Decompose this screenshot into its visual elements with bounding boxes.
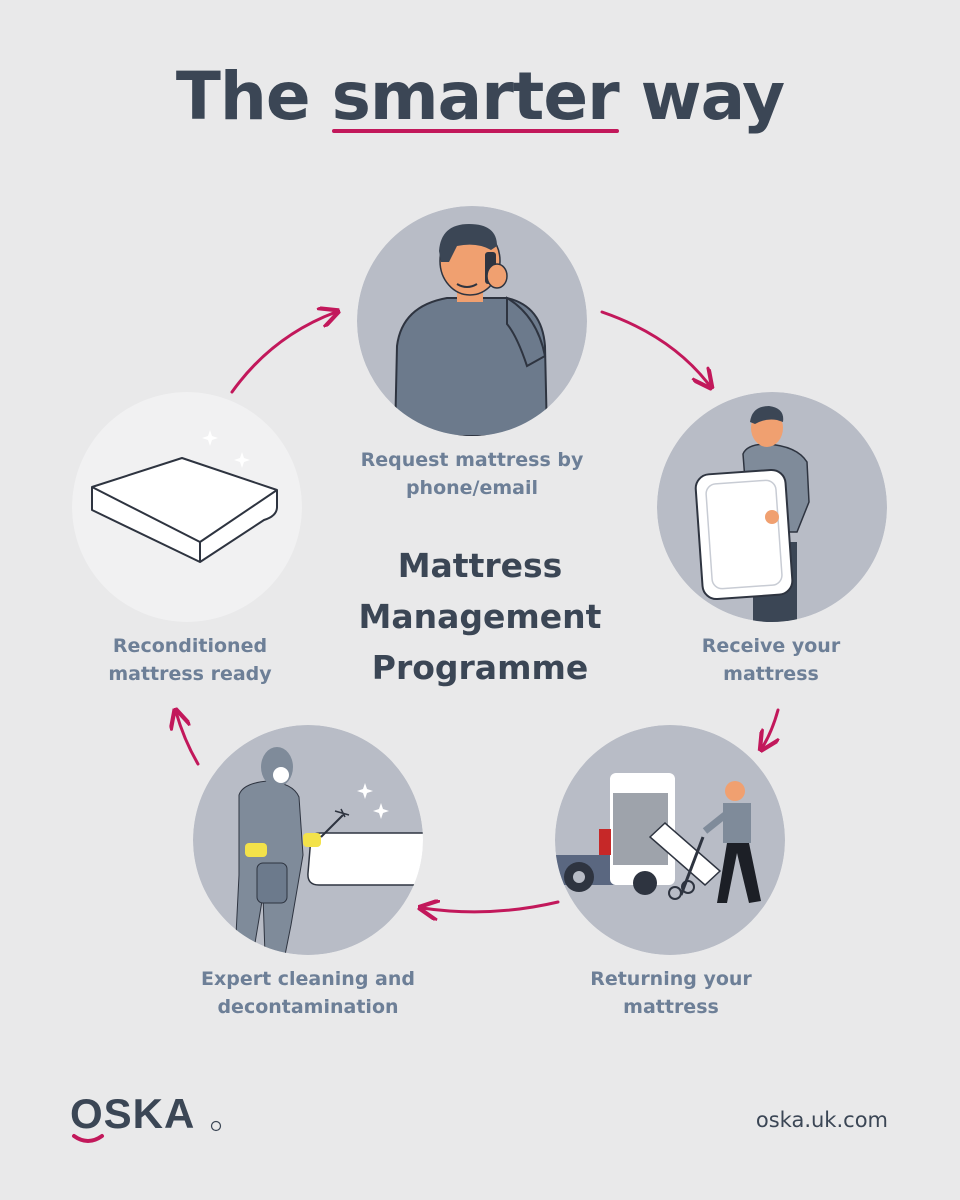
step-receive-line2: mattress bbox=[723, 663, 819, 685]
step-cleaning-label: Expert cleaning and decontamination bbox=[168, 965, 448, 1021]
programme-title: Mattress Management Programme bbox=[330, 540, 630, 693]
step-receive-label: Receive your mattress bbox=[631, 632, 911, 688]
title-emphasis: smarter bbox=[331, 58, 620, 135]
cycle-arrow-icon bbox=[176, 712, 200, 766]
step-cleaning-image bbox=[193, 725, 423, 955]
person-carrying-mattress-icon bbox=[657, 392, 887, 622]
van-delivery-icon bbox=[555, 725, 785, 955]
title-suffix: way bbox=[618, 58, 786, 135]
step-receive-image bbox=[657, 392, 887, 622]
step-receive-line1: Receive your bbox=[701, 635, 841, 657]
step-ready-image bbox=[72, 392, 302, 622]
step-return-label: Returning your mattress bbox=[531, 965, 811, 1021]
website-link[interactable]: oska.uk.com bbox=[755, 1108, 888, 1132]
person-phone-icon bbox=[357, 206, 587, 436]
page-title: The smarter way bbox=[0, 58, 960, 135]
step-ready-line1: Reconditioned bbox=[112, 635, 268, 657]
oska-logo: OSKA bbox=[70, 1090, 222, 1143]
oska-logo-text: OSKA bbox=[70, 1090, 195, 1137]
cycle-arrow-icon bbox=[762, 708, 778, 748]
step-request-line1: Request mattress by bbox=[360, 449, 584, 471]
step-cleaning-line2: decontamination bbox=[217, 996, 399, 1018]
step-return-line2: mattress bbox=[623, 996, 719, 1018]
step-ready-line2: mattress ready bbox=[108, 663, 272, 685]
cleaning-worker-icon bbox=[193, 725, 423, 955]
step-request-line2: phone/email bbox=[405, 477, 539, 499]
step-cleaning-line1: Expert cleaning and bbox=[200, 968, 415, 990]
step-request-image bbox=[357, 206, 587, 436]
step-return-image bbox=[555, 725, 785, 955]
cycle-arrow-icon bbox=[600, 310, 710, 386]
clean-mattress-icon bbox=[72, 392, 302, 622]
programme-title-line2: Management bbox=[358, 597, 602, 636]
cycle-arrow-icon bbox=[230, 312, 336, 394]
step-ready-label: Reconditioned mattress ready bbox=[50, 632, 330, 688]
programme-title-line3: Programme bbox=[371, 648, 589, 687]
title-prefix: The bbox=[175, 58, 332, 135]
cycle-arrow-icon bbox=[422, 902, 560, 912]
step-request-label: Request mattress by phone/email bbox=[332, 446, 612, 502]
step-return-line1: Returning your bbox=[590, 968, 752, 990]
programme-title-line1: Mattress bbox=[397, 546, 563, 585]
